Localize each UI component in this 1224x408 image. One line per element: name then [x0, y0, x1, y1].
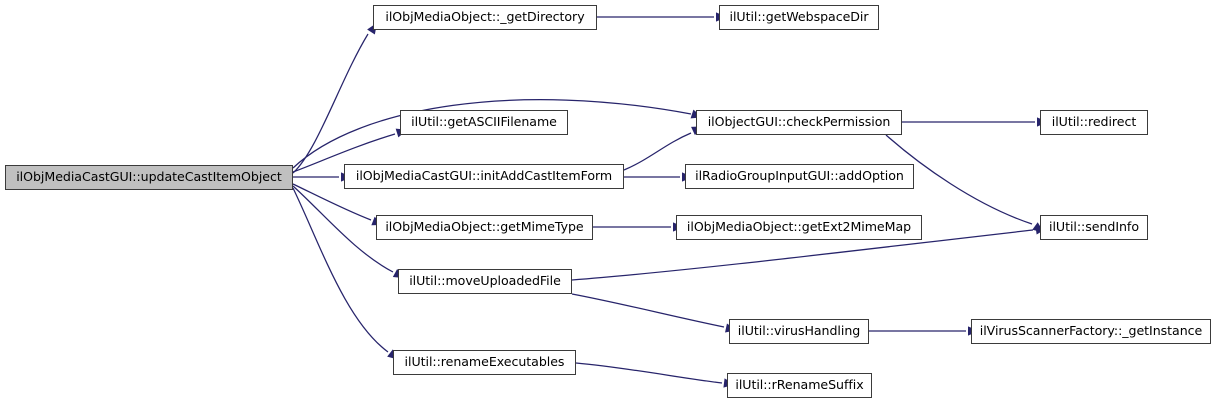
edge-renameExecutables-to-rRenameSuffix: [575, 362, 723, 384]
graph-node-getInstance[interactable]: ilVirusScannerFactory::_getInstance: [971, 319, 1211, 344]
graph-node-getASCIIFilename[interactable]: ilUtil::getASCIIFilename: [400, 110, 568, 135]
graph-node-updateCastItemObject[interactable]: ilObjMediaCastGUI::updateCastItemObject: [5, 165, 293, 190]
graph-node-initAddCastItemForm[interactable]: ilObjMediaCastGUI::initAddCastItemForm: [344, 164, 624, 189]
graph-node-getMimeType[interactable]: ilObjMediaObject::getMimeType: [376, 215, 593, 240]
graph-node-addOption[interactable]: ilRadioGroupInputGUI::addOption: [685, 164, 914, 189]
graph-node-getExt2MimeMap[interactable]: ilObjMediaObject::getExt2MimeMap: [676, 215, 922, 240]
edge-updateCastItemObject-to-renameExecutables: [292, 187, 389, 353]
graph-node-moveUploadedFile[interactable]: ilUtil::moveUploadedFile: [398, 269, 572, 294]
graph-node-redirect[interactable]: ilUtil::redirect: [1040, 110, 1148, 135]
graph-node-getDirectory[interactable]: ilObjMediaObject::_getDirectory: [373, 5, 597, 30]
edge-updateCastItemObject-to-getDirectory: [292, 33, 369, 174]
graph-node-getWebspaceDir[interactable]: ilUtil::getWebspaceDir: [719, 5, 879, 30]
graph-node-virusHandling[interactable]: ilUtil::virusHandling: [729, 319, 869, 344]
graph-node-renameExecutables[interactable]: ilUtil::renameExecutables: [393, 350, 576, 375]
edge-initAddCastItemForm-to-checkPermission: [623, 132, 692, 171]
graph-node-rRenameSuffix[interactable]: ilUtil::rRenameSuffix: [727, 373, 872, 398]
edge-updateCastItemObject-to-getMimeType: [292, 183, 372, 221]
graph-node-sendInfo[interactable]: ilUtil::sendInfo: [1040, 215, 1148, 240]
edge-moveUploadedFile-to-virusHandling: [571, 293, 725, 328]
graph-node-checkPermission[interactable]: ilObjectGUI::checkPermission: [696, 110, 902, 135]
